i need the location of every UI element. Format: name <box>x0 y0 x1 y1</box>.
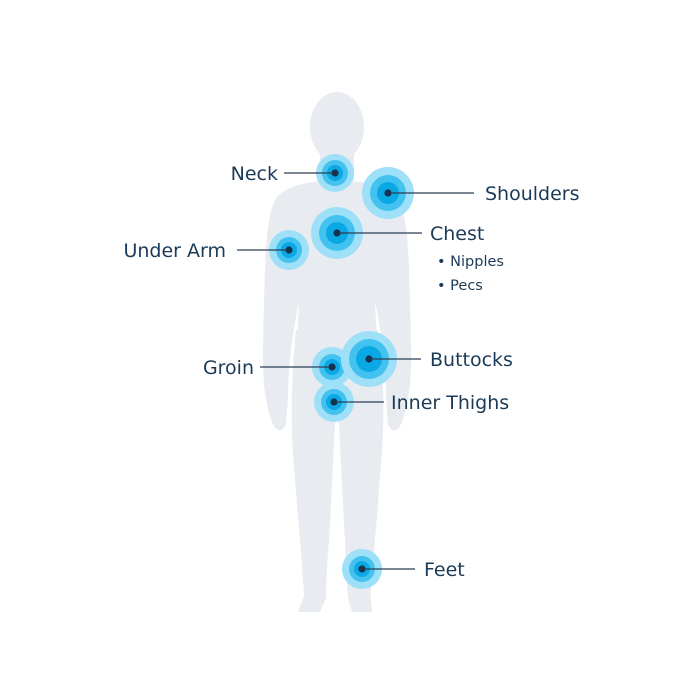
label-shoulders: Shoulders <box>485 183 580 205</box>
label-inner-thighs: Inner Thighs <box>391 392 509 414</box>
label-chest-sub-pecs: • Pecs <box>437 278 483 294</box>
inner-thighs-dot <box>330 398 338 406</box>
label-chest-sub-nipples: • Nipples <box>437 254 504 270</box>
shoulders-dot <box>384 189 392 197</box>
buttocks-dot <box>365 355 373 363</box>
label-neck: Neck <box>231 163 278 185</box>
silhouette-head <box>310 92 364 162</box>
label-feet: Feet <box>424 559 465 581</box>
hotspot-neck[interactable] <box>316 154 354 192</box>
leader-lines <box>237 172 474 570</box>
hotspot-shoulders[interactable] <box>362 167 414 219</box>
hotspot-chest[interactable] <box>311 207 363 259</box>
chest-dot <box>333 229 341 237</box>
hotspot-feet[interactable] <box>342 549 382 589</box>
hotspot-inner-thighs[interactable] <box>314 382 354 422</box>
groin-dot <box>328 363 336 371</box>
hotspot-under-arm[interactable] <box>269 230 309 270</box>
label-chest: Chest <box>430 223 484 245</box>
hotspot-buttocks[interactable] <box>341 331 397 387</box>
label-under-arm: Under Arm <box>123 240 226 262</box>
label-buttocks: Buttocks <box>430 349 513 371</box>
under-arm-dot <box>285 246 293 254</box>
silhouette-left-leg <box>291 405 336 612</box>
feet-dot <box>358 565 366 573</box>
labels: Neck Shoulders Chest • Nipples • Pecs Un… <box>123 163 579 581</box>
label-groin: Groin <box>203 357 254 379</box>
neck-dot <box>331 169 339 177</box>
